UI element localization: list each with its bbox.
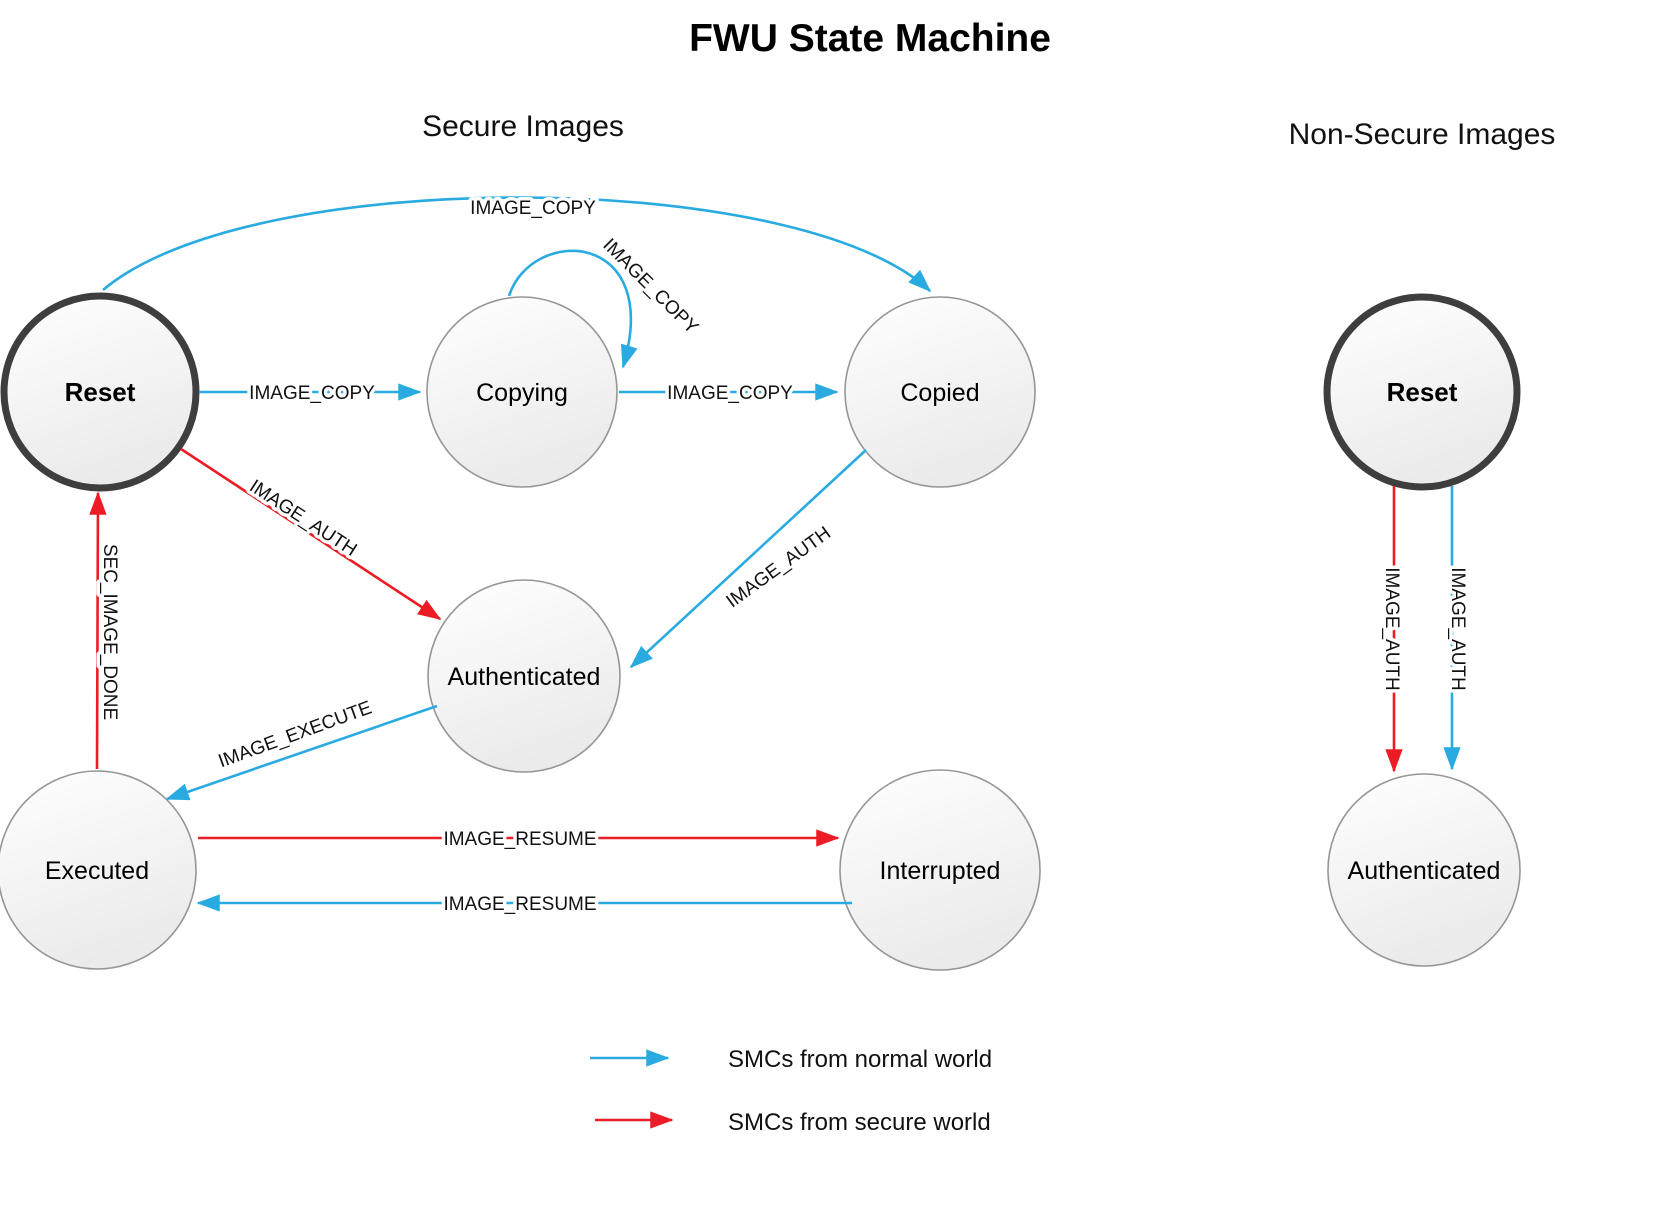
state-interrupted: Interrupted (839, 769, 1041, 971)
legend: SMCs from normal world SMCs from secure … (590, 1046, 992, 1136)
state-circle (844, 296, 1036, 488)
diagram-title: FWU State Machine (689, 17, 1051, 60)
legend-secure-world-label: SMCs from secure world (728, 1109, 991, 1136)
transition-arrow (165, 704, 438, 801)
state-label: Reset (65, 377, 136, 407)
state-circle (839, 769, 1041, 971)
transition-label: IMAGE_COPY (470, 198, 596, 219)
transition-label: IMAGE_COPY (249, 383, 375, 404)
state-copying: Copying (426, 296, 618, 488)
section-secure-images: Secure Images (422, 110, 624, 143)
state-circle (427, 579, 621, 773)
transition-arrow (629, 449, 867, 669)
transition-label: IMAGE_AUTH (1381, 567, 1402, 691)
state-reset-secure: Reset (0, 292, 200, 492)
legend-normal-world-label: SMCs from normal world (728, 1046, 992, 1073)
state-circle (1327, 773, 1521, 967)
transition-reset-to-copying: IMAGE_COPY (199, 380, 422, 408)
transition-label: IMAGE_COPY (667, 383, 793, 404)
state-label: Copied (900, 379, 979, 407)
transition-arrow (102, 196, 932, 293)
transition-label: IMAGE_AUTH (245, 476, 360, 561)
transition-label: IMAGE_AUTH (1447, 567, 1468, 691)
state-circle (426, 296, 618, 488)
state-copied: Copied (844, 296, 1036, 488)
state-authenticated-secure: Authenticated (427, 579, 621, 773)
state-label: Authenticated (1348, 857, 1501, 885)
state-label: Copying (476, 379, 568, 407)
section-non-secure-images: Non-Secure Images (1289, 118, 1556, 151)
state-executed: Executed (0, 770, 197, 970)
state-label: Executed (45, 857, 149, 885)
transition-arrow (180, 447, 442, 621)
transition-arrow (507, 249, 638, 369)
transition-ns-reset-to-authenticated-normal: IMAGE_AUTH (1443, 486, 1472, 771)
transition-executed-to-interrupted: IMAGE_RESUME (198, 826, 840, 854)
transition-executed-to-reset: SEC_IMAGE_DONE (89, 491, 124, 770)
state-circle (0, 292, 200, 492)
transition-label: IMAGE_RESUME (443, 829, 596, 850)
transition-arrow (89, 491, 107, 770)
transition-copied-to-authenticated: IMAGE_AUTH (629, 449, 867, 669)
transition-copying-to-copied: IMAGE_COPY (619, 380, 839, 408)
transition-label: SEC_IMAGE_DONE (99, 544, 120, 720)
state-label: Interrupted (880, 857, 1001, 885)
transition-authenticated-to-executed: IMAGE_EXECUTE (165, 694, 438, 801)
state-label: Reset (1387, 377, 1458, 407)
transition-label: IMAGE_COPY (598, 235, 702, 339)
state-reset-nonsecure: Reset (1323, 293, 1521, 491)
state-circle (0, 770, 197, 970)
state-circle (1323, 293, 1521, 491)
transition-reset-to-authenticated: IMAGE_AUTH (180, 447, 442, 621)
state-label: Authenticated (448, 663, 601, 691)
transition-interrupted-to-executed: IMAGE_RESUME (196, 891, 852, 919)
transition-ns-reset-to-authenticated-secure: IMAGE_AUTH (1378, 486, 1406, 773)
transition-label: IMAGE_RESUME (443, 894, 596, 915)
state-authenticated-nonsecure: Authenticated (1327, 773, 1521, 967)
transition-reset-to-copied: IMAGE_COPY (102, 195, 932, 293)
